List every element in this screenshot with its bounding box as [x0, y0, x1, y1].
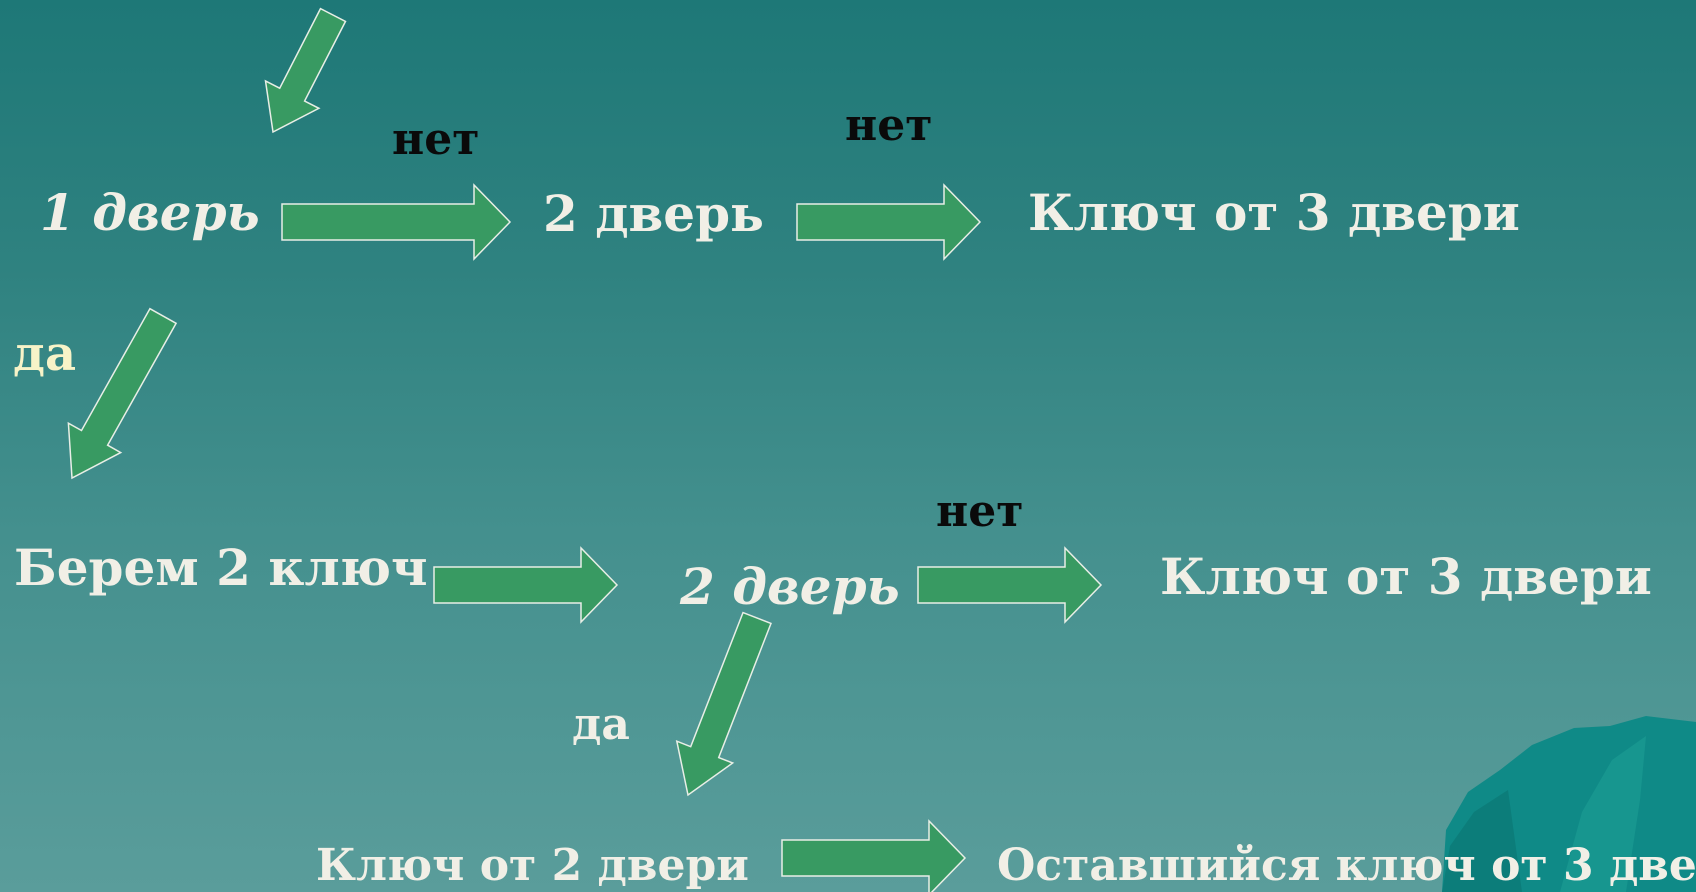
edge-label-no-3: нет [936, 486, 1024, 537]
arrow-door2-to-key3 [796, 183, 982, 261]
node-key-3-top: Ключ от 3 двери [1028, 183, 1520, 242]
arrow-door2-to-key3-mid [917, 546, 1103, 624]
arrow-entry [264, 7, 347, 134]
rock-highlight [1560, 736, 1646, 892]
node-take-key-2: Берем 2 ключ [14, 538, 428, 597]
node-key-3-mid: Ключ от 3 двери [1160, 547, 1652, 606]
rock-shadow [1442, 790, 1522, 892]
node-key-2-bottom: Ключ от 2 двери [316, 840, 749, 891]
node-door-2-top: 2 дверь [543, 184, 764, 243]
arrow-door2-down [675, 611, 772, 797]
edge-label-yes-1: да [13, 326, 77, 382]
edge-label-no-2: нет [845, 100, 933, 151]
edge-label-no-1: нет [392, 114, 480, 165]
arrow-take2-to-door2 [433, 546, 619, 624]
node-door-2-mid: 2 дверь [680, 557, 900, 616]
edge-label-yes-2: да [572, 699, 630, 750]
node-remaining-key-3: Оставшийся ключ от 3 двери [997, 840, 1696, 891]
arrow-door1-to-door2 [281, 183, 512, 261]
arrow-key2-to-remaining [781, 819, 967, 892]
arrow-door1-down [67, 307, 178, 480]
node-door-1: 1 дверь [40, 183, 260, 242]
